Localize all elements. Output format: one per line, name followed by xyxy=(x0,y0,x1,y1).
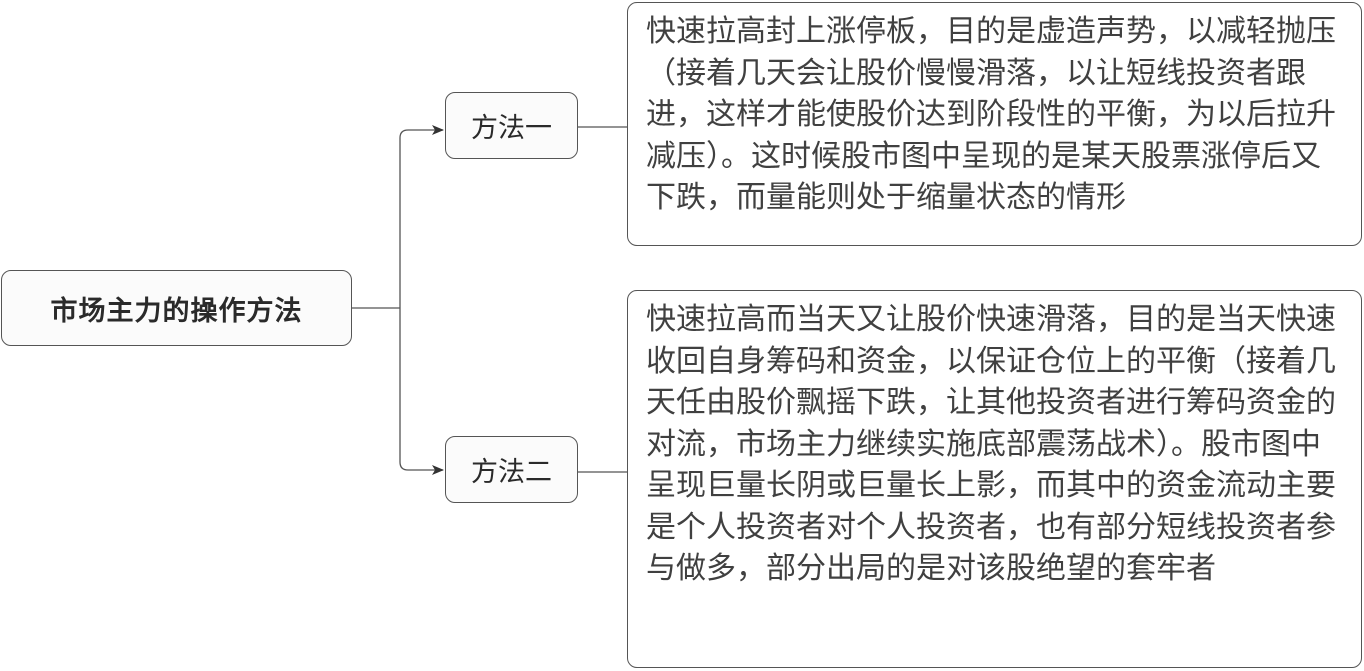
description-node-method-1[interactable]: 快速拉高封上涨停板，目的是虚造声势，以减轻抛压（接着几天会让股价慢慢滑落，以让短… xyxy=(627,2,1362,246)
branch-connector-2 xyxy=(399,308,444,475)
root-node-label: 市场主力的操作方法 xyxy=(50,295,303,327)
root-node[interactable]: 市场主力的操作方法 xyxy=(1,270,352,346)
branch-node-label: 方法一 xyxy=(471,113,552,144)
branch-node-method-2[interactable]: 方法二 xyxy=(445,436,578,503)
description-text: 快速拉高封上涨停板，目的是虚造声势，以减轻抛压（接着几天会让股价慢慢滑落，以让短… xyxy=(646,14,1336,215)
description-node-method-2[interactable]: 快速拉高而当天又让股价快速滑落，目的是当天快速收回自身筹码和资金，以保证仓位上的… xyxy=(627,290,1362,668)
branch-connector-1 xyxy=(399,125,444,308)
branch-node-label: 方法二 xyxy=(471,457,552,488)
description-text: 快速拉高而当天又让股价快速滑落，目的是当天快速收回自身筹码和资金，以保证仓位上的… xyxy=(646,302,1336,586)
branch-node-method-1[interactable]: 方法一 xyxy=(445,92,578,159)
